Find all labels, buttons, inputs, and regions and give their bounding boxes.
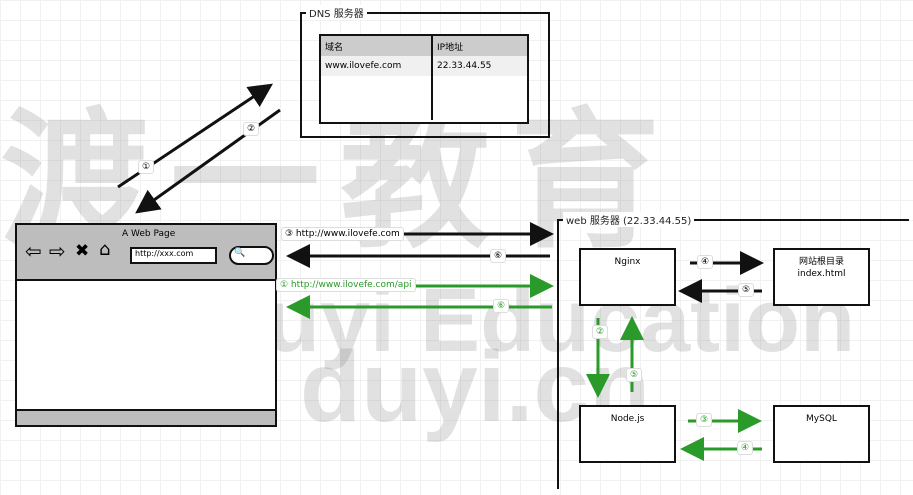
- dns-server-frame: DNS 服务器 域名 IP地址 www.ilovefe.com 22.33.44.5…: [300, 5, 550, 138]
- web-title: web 服务器 (22.33.44.55): [563, 212, 695, 227]
- cell-ip: 22.33.44.55: [437, 61, 492, 71]
- label-http-response: ⑥: [490, 249, 507, 263]
- mysql-box: MySQL: [773, 405, 870, 463]
- search-input[interactable]: 🔍: [229, 246, 274, 265]
- forward-icon[interactable]: ⇨: [49, 239, 66, 263]
- dns-table: 域名 IP地址 www.ilovefe.com 22.33.44.55: [319, 34, 529, 124]
- browser-toolbar: A Web Page ⇦ ⇨ ✖ ⌂ http://xxx.com 🔍: [17, 225, 275, 281]
- label-root-to-nginx: ⑤: [738, 283, 755, 297]
- web-server-frame: web 服务器 (22.33.44.55): [557, 212, 909, 489]
- dns-title: DNS 服务器: [306, 5, 367, 20]
- browser-title: A Web Page: [122, 229, 176, 239]
- browser-window: A Web Page ⇦ ⇨ ✖ ⌂ http://xxx.com 🔍: [15, 223, 277, 427]
- label-http-request: ③ http://www.ilovefe.com: [281, 227, 404, 241]
- close-icon[interactable]: ✖: [75, 241, 90, 261]
- nginx-box: Nginx: [579, 248, 676, 306]
- browser-statusbar: [17, 409, 275, 425]
- label-step1: ①: [138, 160, 155, 174]
- label-step2: ②: [243, 122, 260, 136]
- label-api-response: ⑥: [493, 299, 510, 313]
- label-api-request: ① http://www.ilovefe.com/api: [276, 278, 416, 292]
- cell-domain: www.ilovefe.com: [321, 56, 433, 76]
- header-ip: IP地址: [437, 42, 464, 53]
- label-mysql-to-node: ④: [737, 441, 754, 455]
- home-icon[interactable]: ⌂: [99, 239, 111, 260]
- nodejs-box: Node.js: [579, 405, 676, 463]
- label-node-to-mysql: ③: [696, 413, 713, 427]
- back-icon[interactable]: ⇦: [25, 239, 42, 263]
- url-input[interactable]: http://xxx.com: [130, 247, 217, 264]
- header-domain: 域名: [321, 36, 433, 56]
- label-nginx-to-root: ④: [697, 255, 714, 269]
- label-node-to-nginx: ⑤: [626, 368, 643, 382]
- label-nginx-to-node: ②: [592, 325, 609, 339]
